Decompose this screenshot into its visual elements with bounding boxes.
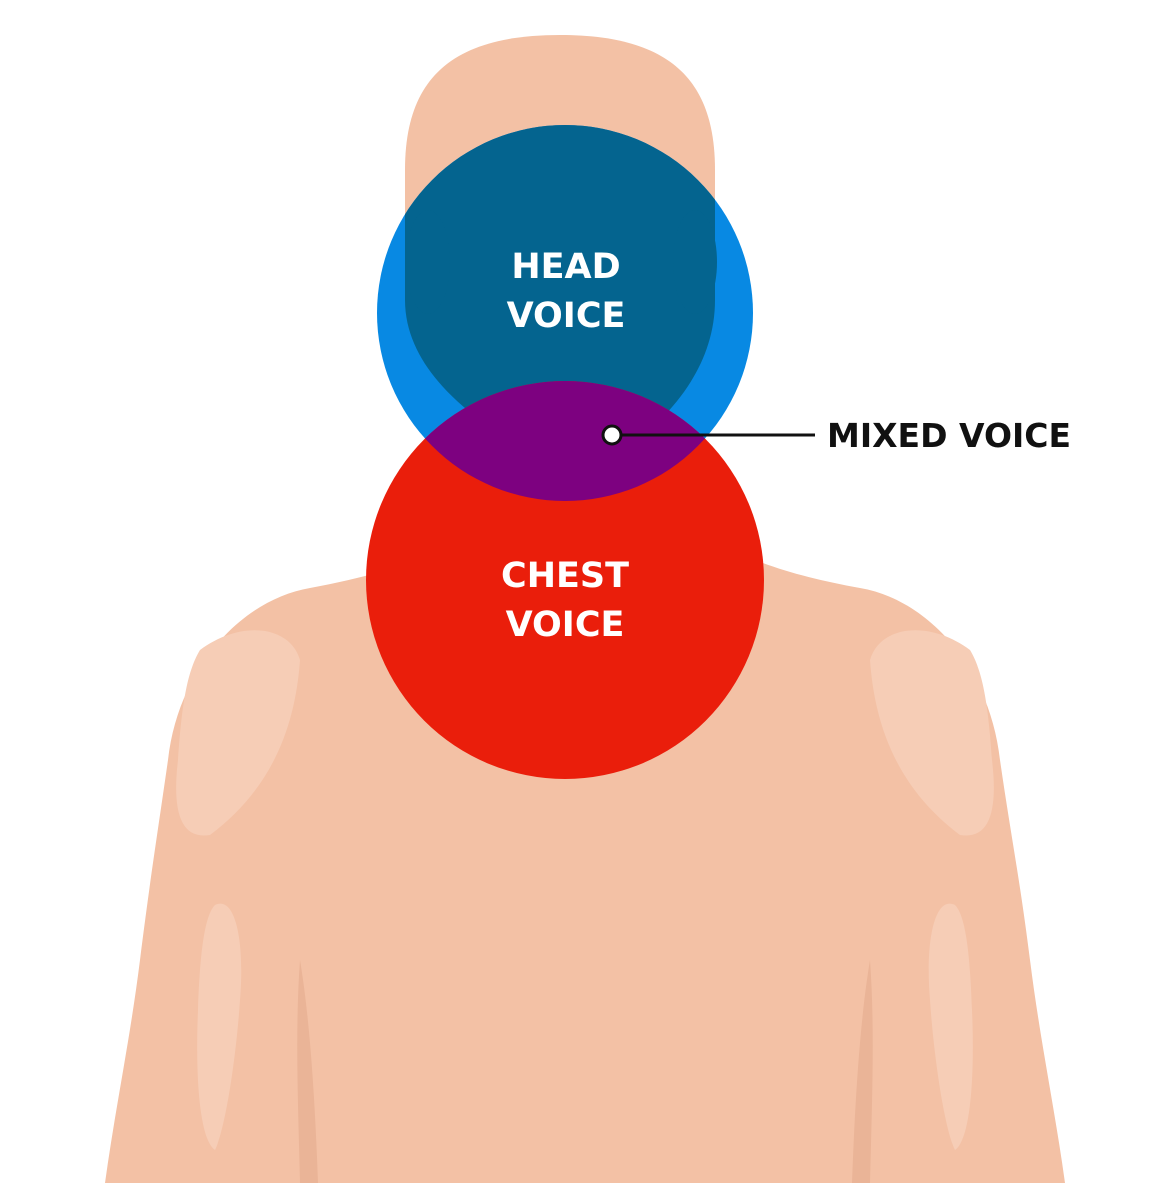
torso-side-shadow-left	[297, 960, 318, 1183]
mixed-voice-callout: MIXED VOICE	[601, 416, 1071, 455]
torso-shape	[105, 470, 1065, 1183]
chest-voice-label-line2: VOICE	[506, 605, 625, 645]
chest-voice-circle	[366, 381, 764, 779]
shoulder-highlight-right	[870, 630, 994, 836]
head-voice-ear-right	[673, 210, 717, 314]
arm-highlight-left	[197, 903, 242, 1150]
voice-venn	[366, 125, 764, 779]
torso-side-shadow-right	[852, 960, 873, 1183]
head-voice-label-line1: HEAD	[511, 247, 620, 287]
shoulder-highlight-left	[176, 630, 300, 836]
mixed-voice-lens	[377, 381, 753, 501]
arm-highlight-right	[928, 903, 973, 1150]
chest-voice-label-line1: CHEST	[501, 556, 629, 596]
head-voice-label-line2: VOICE	[507, 296, 626, 336]
mixed-voice-label: MIXED VOICE	[827, 416, 1071, 455]
head-voice-ear-left	[406, 210, 450, 314]
callout-marker-dot	[601, 424, 623, 446]
